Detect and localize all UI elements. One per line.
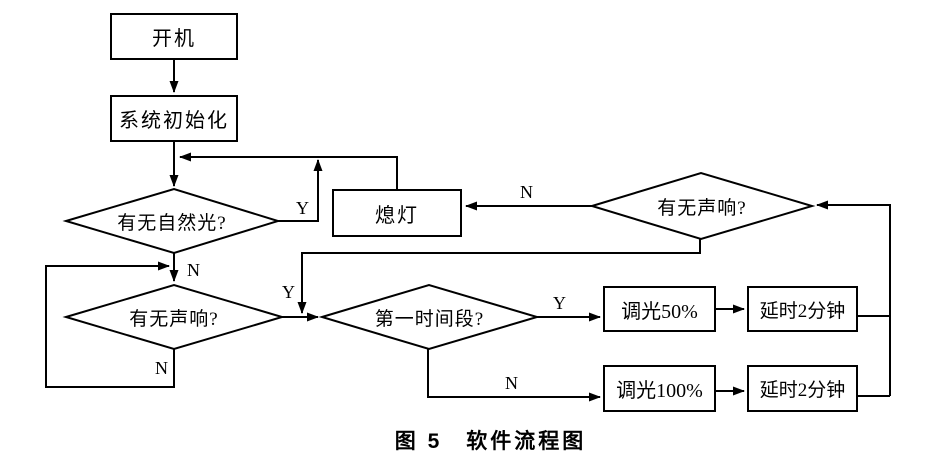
branch-first-period-no: N bbox=[505, 373, 518, 393]
edge-lightoff-feedback bbox=[179, 152, 398, 189]
node-system-init: 系统初始化 bbox=[110, 95, 238, 142]
node-dim-100: 调光100% bbox=[603, 365, 716, 412]
figure-caption: 图 5 软件流程图 bbox=[394, 430, 587, 453]
branch-natural-light-no: N bbox=[187, 260, 200, 280]
node-power-on: 开机 bbox=[110, 13, 238, 60]
edge-naturallight-yes bbox=[278, 159, 323, 222]
node-dim-50: 调光50% bbox=[603, 286, 716, 332]
edge-firstperiod-no bbox=[427, 349, 601, 402]
edge-merge-to-uppersound bbox=[816, 200, 891, 396]
upper-sound-diamond bbox=[588, 171, 816, 241]
node-delay-top: 延时2分钟 bbox=[747, 286, 858, 332]
edge-uppersound-yes bbox=[297, 239, 701, 314]
branch-first-period-yes: Y bbox=[553, 293, 566, 313]
branch-upper-sound-yes: Y bbox=[282, 282, 295, 302]
node-light-off: 熄灯 bbox=[332, 189, 462, 237]
branch-natural-light-yes: Y bbox=[296, 198, 309, 218]
first-period-diamond bbox=[318, 283, 541, 351]
edge-lowersound-no-loop bbox=[45, 261, 175, 388]
branch-lower-sound-no: N bbox=[155, 358, 168, 378]
natural-light-diamond bbox=[62, 187, 282, 255]
node-delay-bottom: 延时2分钟 bbox=[747, 365, 858, 412]
branch-upper-sound-no: N bbox=[520, 182, 533, 202]
lower-sound-diamond bbox=[62, 283, 286, 351]
